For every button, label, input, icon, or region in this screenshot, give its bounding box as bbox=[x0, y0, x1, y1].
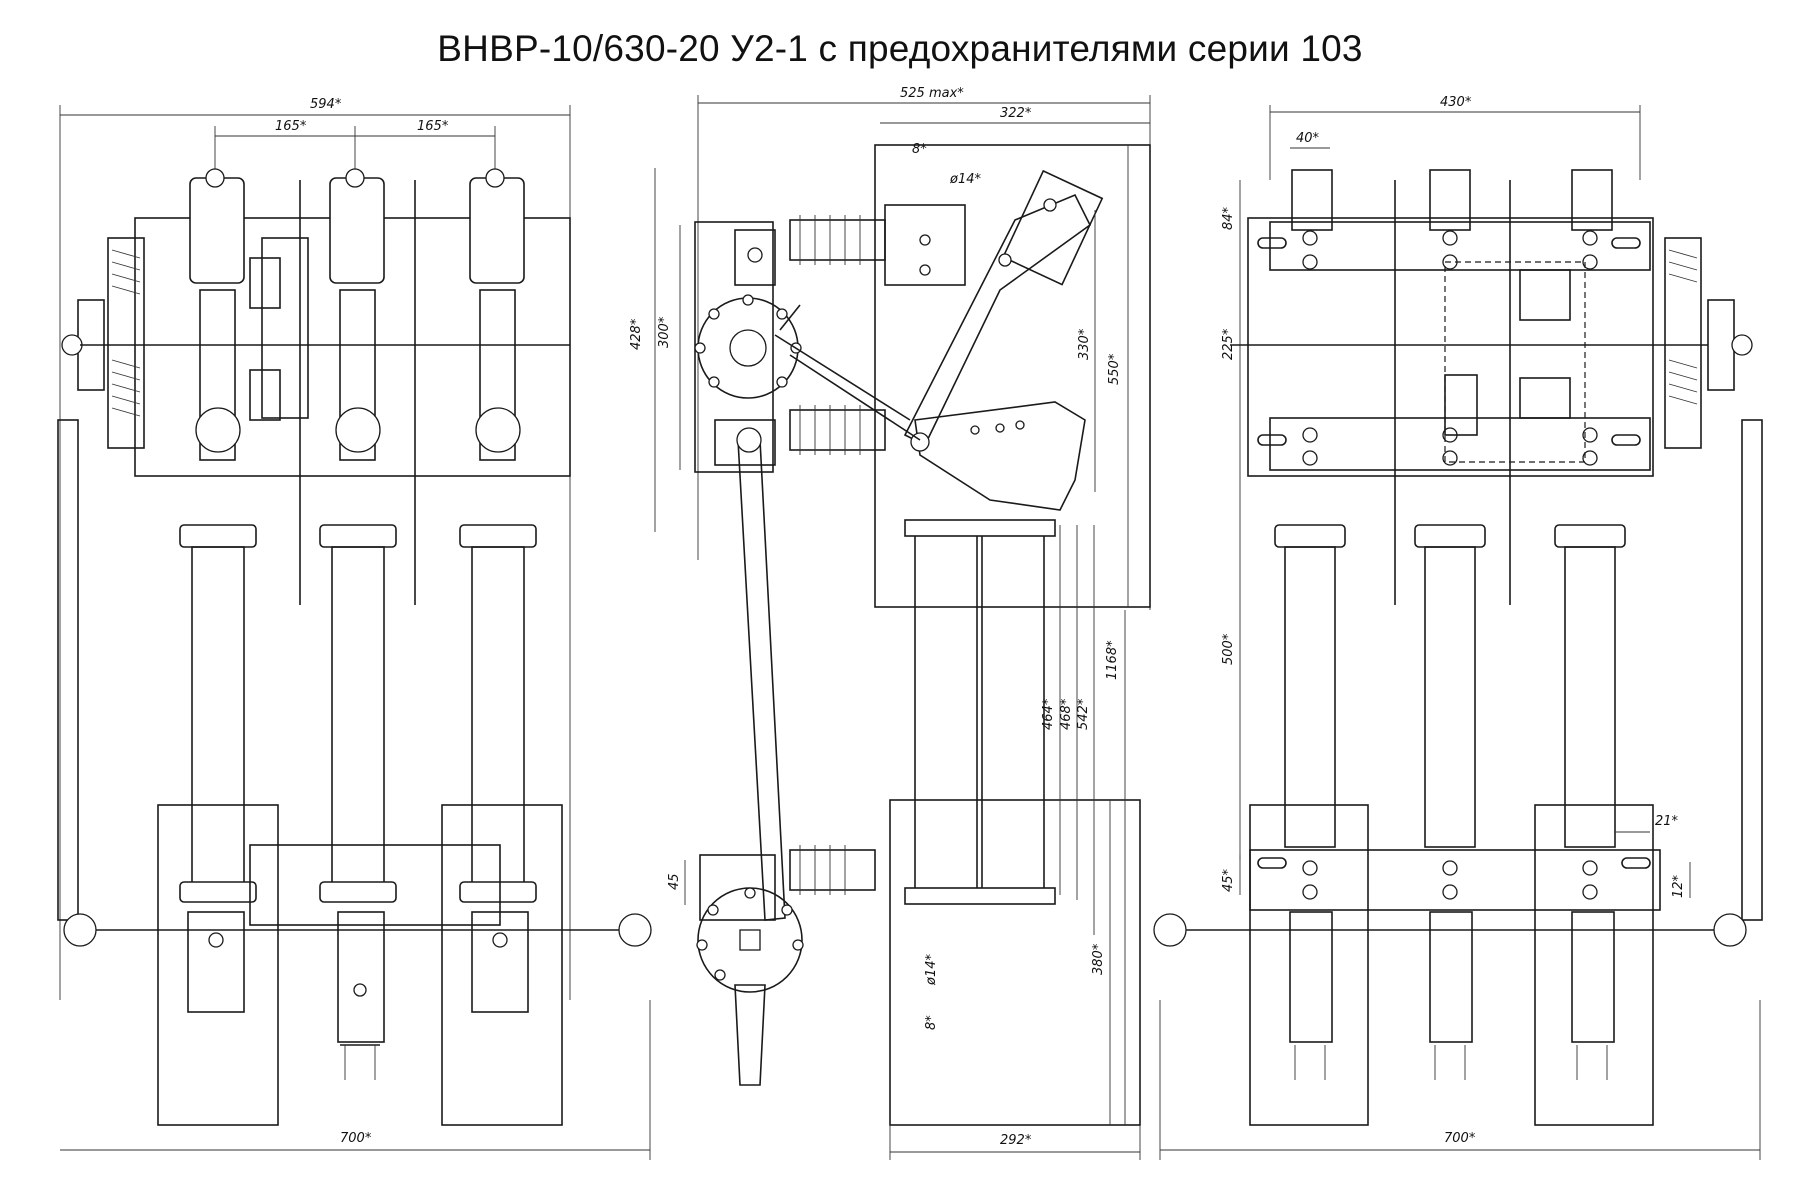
rear-left-wheel bbox=[1153, 913, 1187, 947]
front-right-wheel bbox=[618, 913, 652, 947]
rear-control-box bbox=[1444, 261, 1586, 463]
dim-rear-45: 45* bbox=[1221, 868, 1236, 892]
rear-view: 430* 40* 84* 225* 500* 45* bbox=[1153, 95, 1763, 1160]
front-pole-3 bbox=[441, 168, 563, 1126]
rear-spring-assembly bbox=[1664, 237, 1763, 921]
front-spring-assembly bbox=[57, 237, 145, 921]
rear-pole-2 bbox=[1414, 524, 1486, 1080]
front-pole-1 bbox=[157, 168, 279, 1126]
dim-side-322: 322* bbox=[1000, 106, 1032, 121]
rear-pole-3 bbox=[1534, 524, 1654, 1126]
rear-lower-bar bbox=[1269, 417, 1651, 471]
front-view: 594* 165* 165* bbox=[57, 97, 652, 1160]
rear-bracket-3 bbox=[1571, 169, 1613, 231]
dim-front-594: 594* bbox=[310, 97, 342, 112]
side-fuse-tubes bbox=[904, 519, 1056, 905]
dim-rear-21: 21* bbox=[1655, 814, 1679, 829]
dim-side-300: 300* bbox=[657, 316, 672, 348]
dimension-side-bottom-details: ø14* 8* bbox=[924, 954, 939, 1030]
dim-front-165-left: 165* bbox=[275, 119, 307, 134]
dim-side-8-bot: 8* bbox=[924, 1015, 939, 1030]
rear-right-wheel bbox=[1713, 913, 1747, 947]
side-lower-gear bbox=[696, 887, 804, 993]
rear-frame-plate bbox=[1247, 217, 1654, 477]
dim-side-dia14-top: ø14* bbox=[949, 172, 981, 187]
dim-side-dia14-bot: ø14* bbox=[924, 954, 939, 986]
front-lower-bar bbox=[249, 844, 501, 926]
rear-aux-contact-2 bbox=[1519, 377, 1571, 419]
dim-rear-700: 700* bbox=[1444, 1131, 1476, 1146]
dimension-side-right: 330* 550* 1168* 464* 468* 542* 380* bbox=[1041, 145, 1129, 1125]
rear-bracket-1 bbox=[1291, 169, 1333, 231]
dim-side-542: 542* bbox=[1076, 698, 1091, 730]
dim-rear-430: 430* bbox=[1440, 95, 1472, 110]
front-pole-2 bbox=[319, 168, 397, 1080]
side-contact-block bbox=[884, 204, 966, 286]
rear-top-bar bbox=[1269, 221, 1651, 271]
dim-side-428: 428* bbox=[629, 318, 644, 350]
side-blade-arm bbox=[903, 193, 1092, 447]
side-upper-insulator bbox=[789, 215, 886, 265]
side-arc-chute bbox=[1002, 169, 1104, 286]
dim-side-292: 292* bbox=[1000, 1133, 1032, 1148]
rear-bottom-bar bbox=[1249, 849, 1661, 911]
side-striker-plate bbox=[914, 401, 1086, 511]
dimension-rear-top: 430* 40* bbox=[1269, 95, 1641, 180]
dimension-front-overall-bottom: 700* bbox=[60, 1000, 651, 1160]
dim-front-165-right: 165* bbox=[417, 119, 449, 134]
side-operating-rod bbox=[737, 439, 786, 921]
dimension-rear-bottom: 700* bbox=[1159, 1000, 1761, 1160]
rear-pole-1 bbox=[1249, 524, 1369, 1126]
dim-rear-12: 12* bbox=[1671, 874, 1686, 898]
side-frame-lower bbox=[699, 854, 776, 921]
dim-side-330: 330* bbox=[1077, 328, 1092, 360]
front-aux-contact-2 bbox=[249, 369, 281, 421]
dim-rear-40: 40* bbox=[1296, 131, 1320, 146]
front-left-wheel bbox=[63, 913, 97, 947]
dim-rear-225: 225* bbox=[1221, 328, 1236, 360]
dim-side-380: 380* bbox=[1091, 943, 1106, 975]
dim-front-700: 700* bbox=[340, 1131, 372, 1146]
rear-aux-contact bbox=[1519, 269, 1571, 321]
dim-rear-84: 84* bbox=[1221, 206, 1236, 230]
dimension-side-45: 45 bbox=[667, 860, 686, 905]
dim-side-525max: 525 max* bbox=[900, 86, 964, 101]
dim-side-468: 468* bbox=[1059, 698, 1074, 730]
dim-rear-500: 500* bbox=[1221, 633, 1236, 665]
side-lower-insulator bbox=[789, 405, 886, 455]
dimension-rear-small: 21* 12* bbox=[1615, 814, 1691, 898]
rear-terminal-block bbox=[1444, 374, 1478, 436]
side-handle bbox=[734, 984, 766, 1086]
rear-bracket-2 bbox=[1429, 169, 1471, 231]
front-aux-contact bbox=[249, 257, 281, 309]
dimension-rear-left: 84* 225* 500* 45* bbox=[1221, 180, 1241, 895]
dim-side-1168: 1168* bbox=[1105, 640, 1120, 680]
drawing-title: ВНВР-10/630-20 У2-1 с предохранителями с… bbox=[437, 28, 1363, 69]
dimension-side-left: 428* 300* bbox=[629, 168, 681, 532]
dimension-side-bottom: 292* bbox=[889, 1125, 1141, 1160]
front-switch-block bbox=[261, 237, 309, 419]
side-lower-plate bbox=[889, 799, 1141, 1126]
side-lower-insulator-2 bbox=[789, 845, 876, 895]
side-gear-wheel bbox=[694, 294, 802, 399]
side-view: 525 max* 322* 8* ø14* 428* 300* bbox=[629, 86, 1151, 1160]
dim-side-550: 550* bbox=[1107, 353, 1122, 385]
side-mount-plate bbox=[874, 144, 1151, 608]
svg-text:45: 45 bbox=[667, 873, 682, 890]
